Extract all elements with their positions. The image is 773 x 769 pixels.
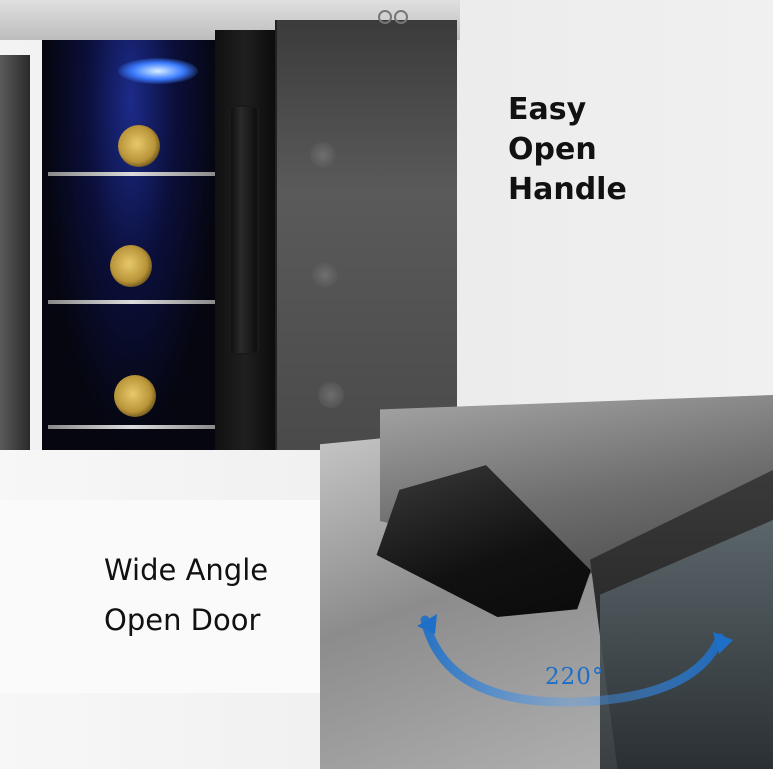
door-caption-box (0, 500, 320, 693)
angle-label: 220° (545, 664, 605, 690)
reflection-dot (318, 382, 344, 408)
wine-fridge-photo (0, 0, 460, 450)
door-handle (229, 105, 259, 355)
handle-feature-panel: Easy Open Handle (0, 0, 773, 450)
led-light (118, 58, 198, 84)
screw-icon (378, 10, 392, 24)
wine-rack (48, 425, 216, 429)
caption-line: Open (508, 132, 597, 167)
wine-bottle (110, 245, 152, 287)
rotation-arrow-icon (417, 614, 733, 707)
caption-line: Open Door (104, 603, 261, 637)
reflection-dot (312, 262, 338, 288)
wine-rack (48, 172, 216, 176)
door-caption: Wide Angle Open Door (104, 545, 268, 645)
glass-door (275, 20, 457, 450)
reflection-dot (310, 142, 336, 168)
wine-rack (48, 300, 216, 304)
handle-caption: Easy Open Handle (508, 90, 627, 210)
wine-bottle (114, 375, 156, 417)
fridge-side (0, 55, 30, 450)
caption-line: Handle (508, 172, 627, 207)
caption-line: Wide Angle (104, 553, 269, 587)
caption-line: Easy (508, 92, 587, 127)
screw-icon (394, 10, 408, 24)
wine-bottle (118, 125, 160, 167)
